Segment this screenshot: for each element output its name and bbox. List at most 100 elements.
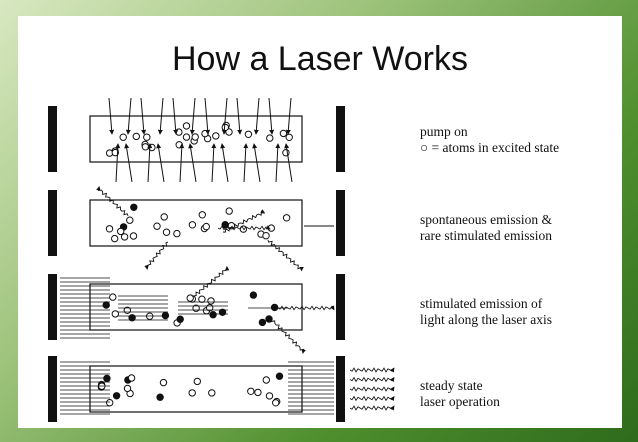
- ground-state-atom: [102, 301, 110, 309]
- pump-arrow: [147, 143, 153, 183]
- excited-atom: [173, 229, 181, 238]
- excited-atom: [285, 133, 293, 142]
- caption-line: rare stimulated emission: [420, 228, 552, 243]
- pump-arrow: [275, 143, 281, 183]
- caption-spontaneous-emission: spontaneous emission & rare stimulated e…: [420, 212, 552, 244]
- excited-atom: [244, 130, 253, 139]
- pump-arrow: [236, 97, 243, 135]
- caption-line: spontaneous emission &: [420, 212, 552, 227]
- pump-arrow: [268, 97, 275, 135]
- excited-atom: [188, 389, 196, 397]
- photon-emission: [217, 225, 271, 231]
- mirror-left: [48, 274, 57, 340]
- excited-atom: [182, 133, 191, 141]
- caption-stimulated-emission: stimulated emission of light along the l…: [420, 296, 552, 328]
- mirror-right: [336, 356, 345, 422]
- pump-arrow: [243, 143, 249, 183]
- excited-atom: [188, 221, 197, 229]
- ground-state-atom: [156, 393, 164, 401]
- pump-arrow: [253, 97, 260, 135]
- excited-atom: [193, 377, 202, 386]
- stage-steady-state: [48, 356, 395, 422]
- excited-atom: [126, 216, 134, 224]
- excited-atom: [105, 225, 114, 233]
- caption-steady-state: steady state laser operation: [420, 378, 500, 410]
- mirror-left: [48, 356, 57, 422]
- excited-atom: [272, 399, 280, 407]
- mirror-left: [48, 190, 57, 256]
- laser-diagram: [48, 97, 395, 422]
- stage-stimulated-emission: [48, 265, 345, 354]
- ground-state-atom: [130, 203, 138, 212]
- excited-atom: [143, 133, 151, 141]
- excited-atom: [111, 234, 119, 243]
- laser-tube: [89, 199, 303, 247]
- excited-atom: [129, 232, 138, 240]
- output-beam: [349, 386, 395, 392]
- excited-atom: [111, 310, 120, 318]
- photon-emission: [96, 185, 129, 217]
- excited-atom: [201, 129, 209, 138]
- caption-line: pump on: [420, 124, 468, 139]
- pump-arrow: [204, 97, 211, 135]
- stage-pump-on: [48, 97, 345, 183]
- ground-state-atom: [265, 315, 273, 323]
- ground-state-atom: [209, 311, 217, 319]
- pump-arrow: [188, 143, 197, 183]
- pump-arrow: [157, 97, 164, 135]
- ground-state-atom: [161, 311, 170, 320]
- excited-atom: [182, 122, 191, 130]
- pump-arrow: [211, 143, 217, 183]
- photon-emission: [222, 209, 266, 233]
- mirror-right: [336, 274, 345, 340]
- excited-atom: [212, 132, 220, 140]
- excited-atom: [119, 133, 127, 141]
- excited-atom: [123, 384, 132, 393]
- excited-atom: [208, 389, 216, 397]
- output-beam: [349, 395, 395, 402]
- ground-state-atom: [270, 303, 279, 312]
- excited-atom: [160, 213, 168, 221]
- excited-atom: [282, 214, 291, 222]
- output-beam: [349, 376, 395, 383]
- pump-arrow: [172, 97, 179, 135]
- excited-atom: [120, 233, 129, 241]
- pump-arrow: [189, 97, 196, 135]
- excited-atom: [106, 399, 114, 407]
- excited-atom: [262, 232, 270, 240]
- caption-pump-on: pump on ○ = atoms in excited state: [420, 124, 559, 156]
- ground-state-atom: [275, 372, 284, 380]
- pump-arrow: [125, 97, 132, 135]
- pump-arrow: [285, 97, 292, 135]
- ground-state-atom: [176, 315, 184, 323]
- excited-atom: [117, 227, 125, 236]
- ground-state-atom: [112, 392, 121, 400]
- excited-atom: [159, 378, 168, 387]
- pump-arrow: [284, 143, 293, 183]
- excited-atom: [221, 123, 230, 132]
- stage-spontaneous-emission: [48, 185, 345, 272]
- pump-arrow: [156, 143, 165, 183]
- pump-arrow: [124, 143, 133, 183]
- output-beam: [349, 405, 395, 411]
- ground-state-atom: [221, 221, 229, 229]
- excited-atom: [109, 293, 117, 301]
- slide-title: How a Laser Works: [171, 40, 469, 78]
- excited-atom: [186, 294, 194, 302]
- pump-arrow: [179, 143, 185, 183]
- caption-line: laser operation: [420, 394, 500, 409]
- pump-arrow: [220, 143, 229, 183]
- photon-emission: [144, 241, 169, 270]
- photon-emission: [267, 315, 306, 354]
- excited-atom: [162, 228, 171, 236]
- excited-atom: [198, 295, 206, 303]
- pump-arrow: [252, 143, 261, 183]
- photon-emission: [193, 265, 230, 297]
- excited-atom: [279, 129, 288, 138]
- excited-atom: [191, 133, 199, 141]
- output-beam: [349, 367, 395, 373]
- ground-state-atom: [258, 318, 267, 327]
- caption-line: light along the laser axis: [420, 312, 552, 327]
- excited-atom: [111, 148, 120, 157]
- pump-arrow: [221, 97, 228, 135]
